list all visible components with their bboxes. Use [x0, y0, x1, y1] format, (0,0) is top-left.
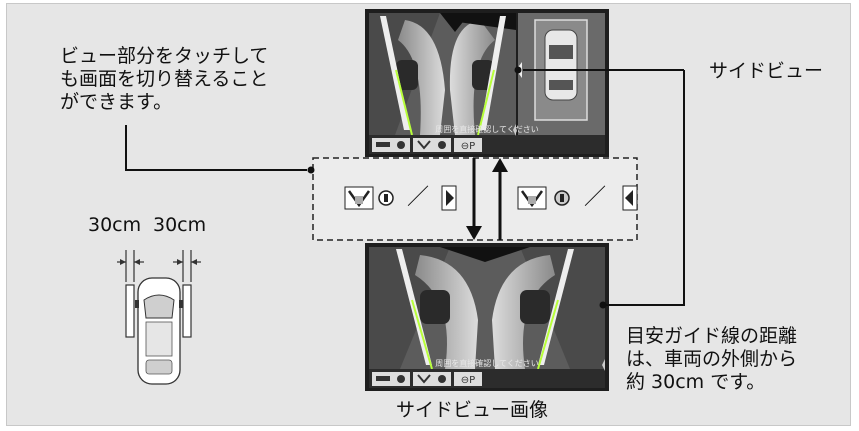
callout-touch-line2: も画面を切り替えること — [60, 68, 269, 90]
bottom-screen-warning: 周囲を直接確認してください — [435, 358, 539, 368]
top-side-camera-view[interactable] — [369, 13, 516, 136]
svg-text:⊖P: ⊖P — [461, 141, 475, 152]
right-switch-icons[interactable] — [517, 185, 638, 211]
switch-arrows — [466, 158, 508, 240]
bottom-side-camera-view[interactable] — [369, 247, 605, 370]
bottom-screen[interactable]: 周囲を直接確認してください ⊖P — [365, 243, 609, 391]
distance-right: 30cm — [153, 214, 207, 236]
top-screen-button-bar[interactable]: ⊖P — [372, 138, 482, 152]
guide-note-line2: は、車両の外側から — [626, 348, 798, 370]
guide-note-line3: 約 30cm です。 — [626, 371, 766, 393]
top-screen-warning: 周囲を直接確認してください — [435, 124, 539, 134]
leader-dot-side-view — [514, 66, 522, 74]
top-overhead-view[interactable] — [516, 13, 605, 135]
switch-separator-right: ／ — [584, 185, 607, 210]
leader-lines — [125, 69, 685, 306]
car-top-diagram — [117, 250, 201, 385]
distance-left: 30cm — [88, 214, 142, 236]
guide-note-line1: 目安ガイド線の距離 — [626, 325, 798, 347]
left-switch-icons[interactable] — [344, 185, 457, 211]
callout-touch-line1: ビュー部分をタッチして — [60, 45, 269, 67]
svg-text:⊖P: ⊖P — [461, 375, 475, 386]
leader-dot-guide — [599, 301, 607, 309]
side-view-label: サイドビュー — [709, 60, 824, 82]
bottom-screen-button-bar[interactable]: ⊖P — [372, 372, 482, 386]
callout-touch-line3: ができます。 — [60, 91, 173, 113]
switch-separator-left: ／ — [407, 185, 430, 210]
top-screen[interactable]: 周囲を直接確認してください ⊖P — [365, 9, 609, 157]
leader-dot-touch — [307, 166, 315, 174]
caption-side-view-image: サイドビュー画像 — [396, 399, 549, 421]
